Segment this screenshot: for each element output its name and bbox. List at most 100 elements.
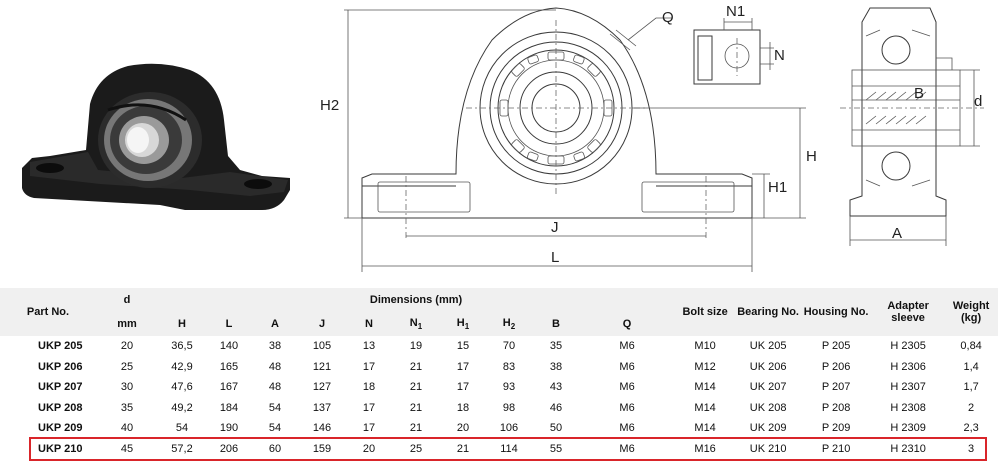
table-cell: H 2305 — [890, 340, 926, 353]
table-cell: 21 — [409, 360, 423, 373]
section-view: B d A — [840, 7, 984, 246]
table-cell: M12 — [694, 360, 716, 373]
table-cell: 190 — [219, 422, 239, 435]
table-cell: 159 — [312, 442, 332, 455]
table-cell: P 209 — [821, 422, 851, 435]
table-cell: H 2306 — [890, 360, 926, 373]
table-cell: 48 — [268, 381, 282, 394]
table-cell: 1,4 — [963, 360, 979, 373]
table-cell: 17 — [362, 401, 376, 414]
table-cell: 57,2 — [171, 442, 193, 455]
table-cell: 17 — [456, 381, 470, 394]
subheader-N1: N1 — [392, 312, 440, 336]
table-cell: 184 — [219, 401, 239, 414]
table-cell: M14 — [694, 381, 716, 394]
table-cell: 17 — [456, 360, 470, 373]
table-cell: M6 — [619, 422, 635, 435]
table-cell: M14 — [694, 422, 716, 435]
table-cell: 2 — [968, 401, 975, 414]
table-cell: M10 — [694, 340, 716, 353]
table-cell: 83 — [502, 360, 516, 373]
part-number-cell: UKP 205 — [38, 340, 83, 353]
table-cell: 25 — [409, 442, 423, 455]
table-cell: 165 — [219, 360, 239, 373]
table-cell: 17 — [362, 422, 376, 435]
table-cell: 127 — [312, 381, 332, 394]
table-cell: UK 210 — [749, 442, 787, 455]
table-cell: 30 — [120, 381, 134, 394]
table-cell: 48 — [268, 360, 282, 373]
table-cell: H 2307 — [890, 381, 926, 394]
part-number-cell: UKP 208 — [38, 401, 83, 414]
label-J: J — [551, 219, 559, 236]
table-cell: 140 — [219, 340, 239, 353]
table-cell: 105 — [312, 340, 332, 353]
header-part-no: Part No. — [0, 288, 96, 336]
table-cell: 21 — [409, 401, 423, 414]
table-cell: 35 — [549, 340, 563, 353]
label-A: A — [892, 225, 902, 242]
table-cell: P 207 — [821, 381, 851, 394]
subheader-L: L — [206, 312, 252, 336]
part-number-cell: UKP 206 — [38, 360, 83, 373]
table-cell: 45 — [120, 442, 134, 455]
subheader-N: N — [346, 312, 392, 336]
table-cell: 50 — [549, 422, 563, 435]
subheader-H1: H1 — [440, 312, 486, 336]
table-cell: 106 — [499, 422, 519, 435]
product-photo — [22, 63, 290, 210]
label-d: d — [974, 93, 982, 110]
table-cell: 137 — [312, 401, 332, 414]
table-cell: 114 — [500, 442, 518, 455]
header-weight: Weight (kg) — [944, 288, 998, 336]
table-cell: 146 — [312, 422, 332, 435]
subheader-H2: H2 — [486, 312, 532, 336]
detail-view: N1 N — [693, 3, 785, 85]
table-cell: 43 — [549, 381, 563, 394]
table-cell: M6 — [619, 442, 635, 455]
table-cell: P 206 — [821, 360, 851, 373]
table-cell: 60 — [268, 442, 282, 455]
table-cell: 55 — [549, 442, 563, 455]
subheader-mm: mm — [96, 312, 158, 336]
part-number-cell: UKP 209 — [38, 422, 83, 435]
table-cell: P 210 — [821, 442, 851, 455]
table-cell: 121 — [312, 360, 332, 373]
table-cell: 1,7 — [963, 381, 979, 394]
label-L: L — [551, 249, 559, 266]
part-number-cell: UKP 210 — [38, 442, 83, 455]
table-cell: M16 — [694, 442, 716, 455]
table-cell: 20 — [456, 422, 470, 435]
table-cell: 54 — [175, 422, 189, 435]
table-cell: 2,3 — [963, 422, 979, 435]
table-cell: 42,9 — [171, 360, 193, 373]
table-cell: 25 — [120, 360, 134, 373]
part-number-cell: UKP 207 — [38, 381, 83, 394]
subheader-B: B — [532, 312, 580, 336]
table-cell: M14 — [694, 401, 716, 414]
table-cell: 49,2 — [171, 401, 193, 414]
label-B: B — [914, 85, 924, 102]
table-cell: UK 209 — [749, 422, 787, 435]
table-cell: 0,84 — [960, 340, 982, 353]
front-view: Q H2 H H1 J L — [320, 7, 817, 272]
table-cell: 20 — [120, 340, 134, 353]
table-cell: 54 — [268, 401, 282, 414]
subheader-Q: Q — [580, 312, 675, 336]
header-d: d — [96, 288, 158, 312]
table-cell: UK 207 — [749, 381, 787, 394]
table-cell: H 2310 — [890, 442, 926, 455]
table-cell: 36,5 — [171, 340, 193, 353]
label-H: H — [806, 148, 817, 165]
header-dimensions: Dimensions (mm) — [158, 288, 675, 312]
table-cell: 21 — [409, 422, 423, 435]
table-cell: UK 208 — [749, 401, 787, 414]
table-cell: 40 — [120, 422, 134, 435]
label-N1: N1 — [726, 3, 745, 20]
label-H2: H2 — [320, 97, 339, 114]
